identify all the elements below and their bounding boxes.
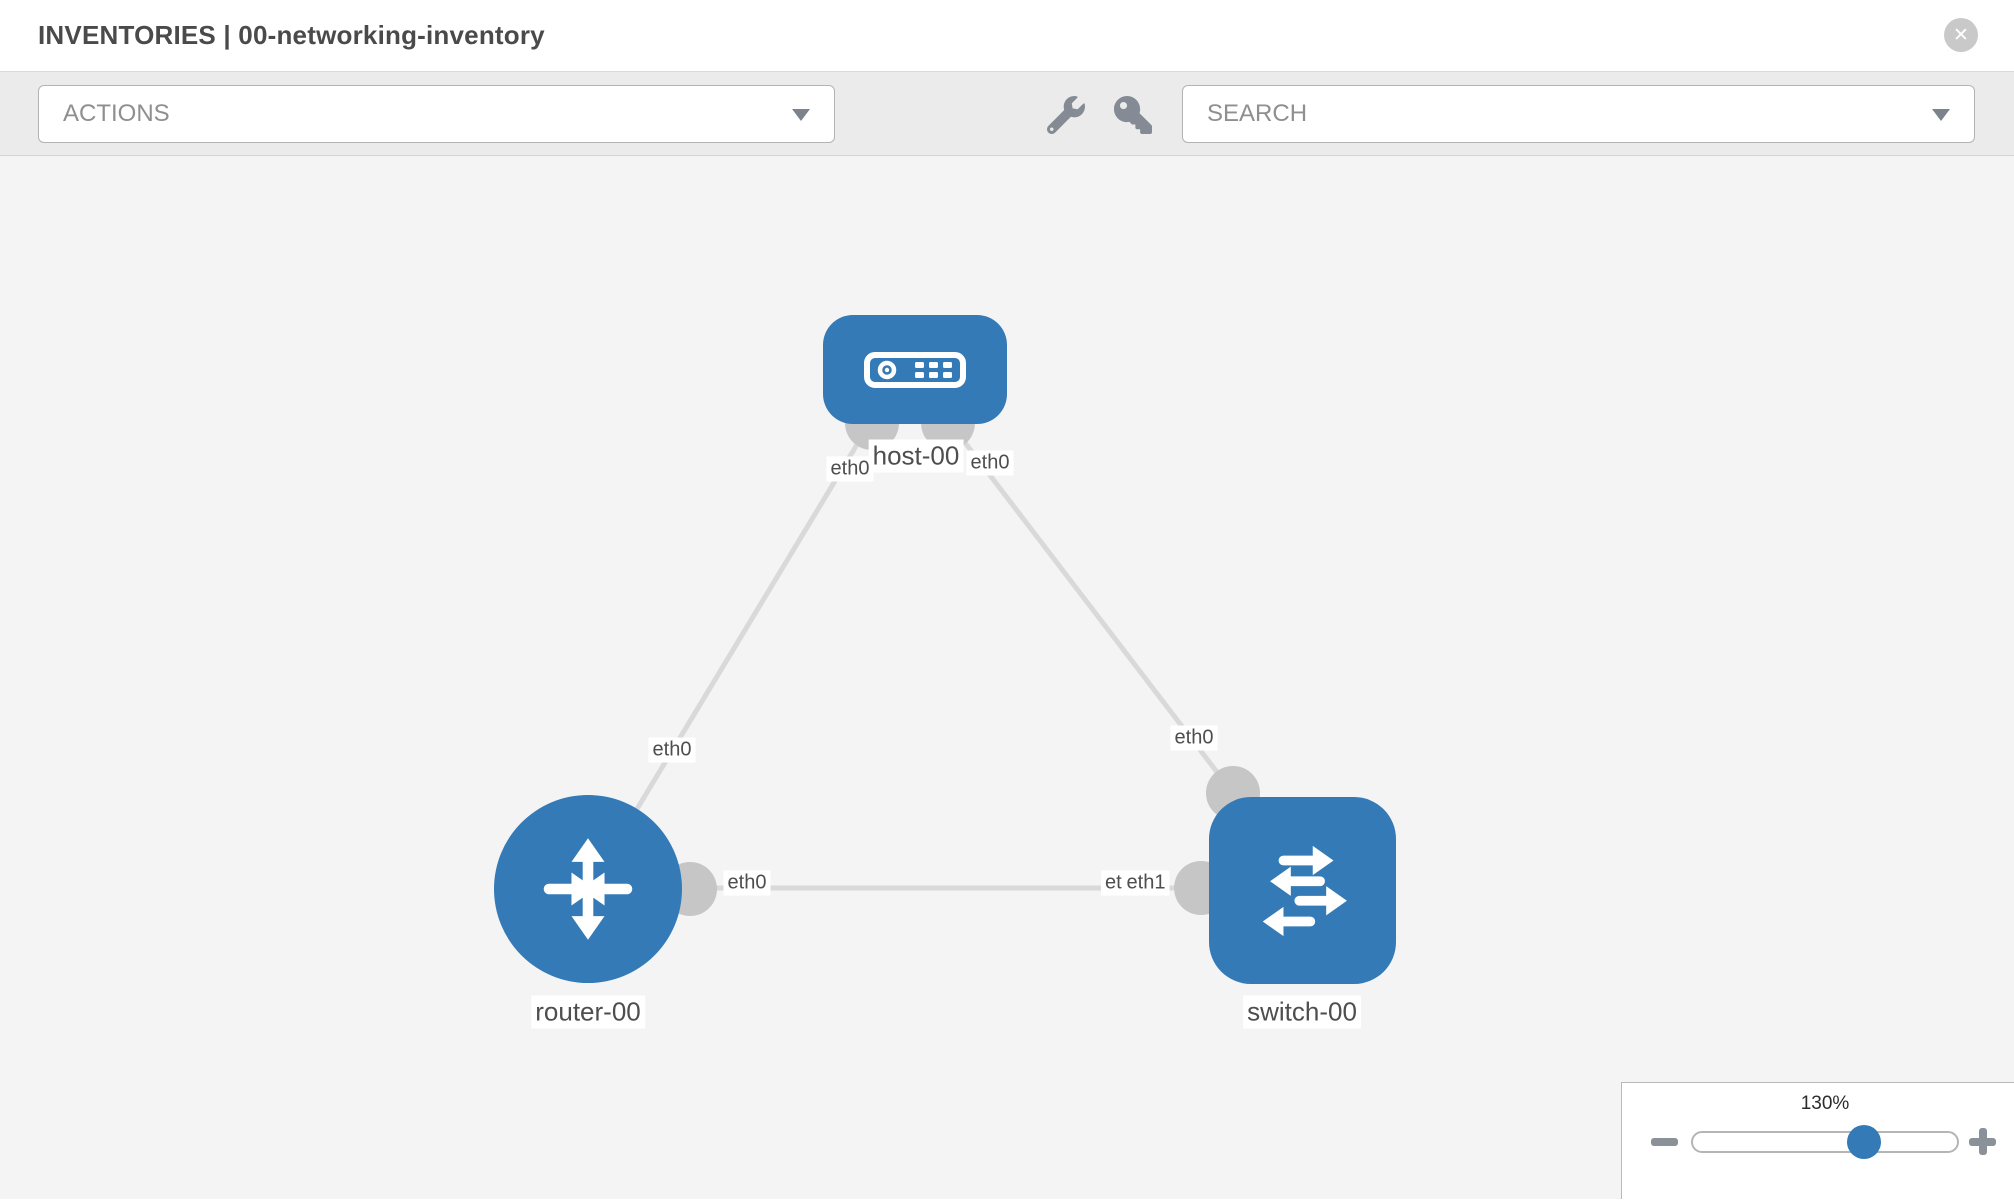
- switch-arrows-icon: [1262, 845, 1347, 936]
- wrench-icon: [1046, 96, 1085, 135]
- zoom-slider-thumb[interactable]: [1847, 1125, 1881, 1159]
- topology-canvas[interactable]: host-00 router-00 switch-00 eth0 eth0 et…: [0, 156, 2014, 1199]
- interface-label-router-eth0: eth0: [723, 870, 771, 896]
- interface-label-host-eth0-left: eth0: [826, 456, 874, 482]
- toolbar: ACTIONS SEARCH: [0, 72, 2014, 156]
- interface-label-switch-eth0-uplink: eth0: [1170, 725, 1218, 751]
- zoom-in-button plus-icon[interactable]: [1969, 1128, 1996, 1155]
- node-label-switch-00: switch-00: [1243, 995, 1361, 1029]
- search-dropdown-label: SEARCH: [1207, 100, 1308, 127]
- chevron-down-icon: [792, 109, 810, 121]
- close-icon: ✕: [1953, 24, 1969, 46]
- actions-dropdown[interactable]: ACTIONS: [38, 85, 835, 143]
- router-arrows-icon: [543, 838, 633, 940]
- page-header: INVENTORIES | 00-networking-inventory ✕: [0, 0, 2014, 72]
- interface-label-switch-eth1: eth1: [1122, 870, 1170, 896]
- topology-links-layer: [634, 396, 1260, 916]
- zoom-control-panel: 130%: [1621, 1082, 2014, 1199]
- interface-label-host-eth0-right: eth0: [966, 450, 1014, 476]
- zoom-level-value: 130%: [1800, 1093, 1850, 1114]
- node-label-host-00: host-00: [868, 439, 964, 473]
- key-icon: [1114, 96, 1152, 134]
- node-label-router-00: router-00: [531, 995, 645, 1029]
- search-dropdown[interactable]: SEARCH: [1182, 85, 1975, 143]
- chevron-down-icon: [1932, 109, 1950, 121]
- interface-label-router-eth0-uplink: eth0: [648, 737, 696, 763]
- zoom-out-button minus-icon[interactable]: [1651, 1138, 1678, 1146]
- node-host-00[interactable]: [823, 315, 1007, 424]
- zoom-slider-track[interactable]: [1691, 1131, 1959, 1153]
- node-switch-00[interactable]: [1209, 797, 1396, 984]
- wrench-button[interactable]: [1046, 96, 1085, 135]
- key-button[interactable]: [1114, 96, 1152, 134]
- actions-dropdown-label: ACTIONS: [63, 100, 170, 127]
- node-router-00[interactable]: [494, 795, 682, 983]
- server-icon: [864, 351, 966, 388]
- close-button[interactable]: ✕: [1944, 18, 1978, 52]
- page-title: INVENTORIES | 00-networking-inventory: [38, 20, 545, 50]
